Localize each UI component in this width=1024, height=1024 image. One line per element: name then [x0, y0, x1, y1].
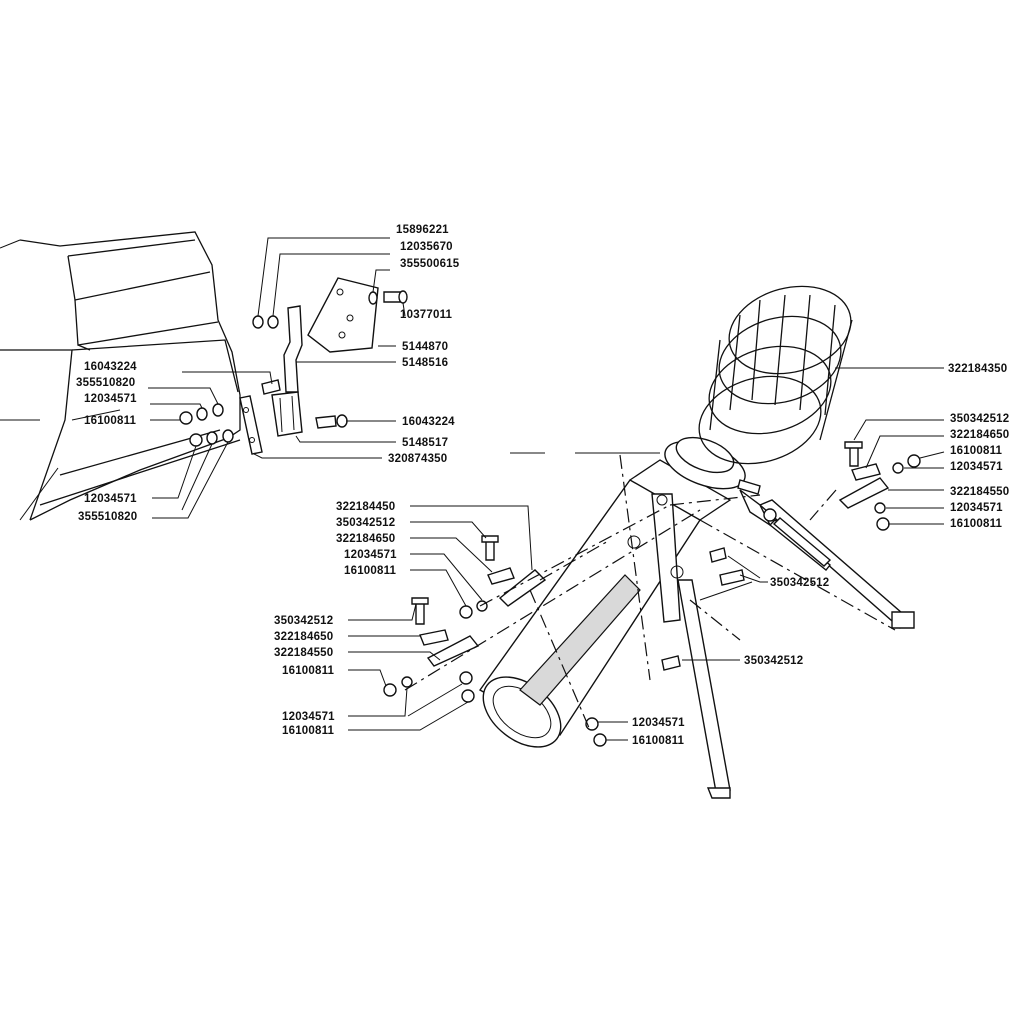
part-label-322184450: 322184450 [336, 501, 395, 513]
part-label-5148517: 5148517 [402, 437, 448, 449]
clamp-parts [383, 441, 921, 747]
part-label-16100811-a: 16100811 [84, 415, 137, 427]
part-label-322184650-m1: 322184650 [336, 533, 395, 545]
part-label-16100811-m2: 16100811 [282, 665, 335, 677]
leader-lines [148, 237, 945, 741]
part-label-320874350: 320874350 [388, 453, 447, 465]
part-label-12034571-a: 12034571 [84, 393, 137, 405]
assembly-center-lines [404, 452, 896, 731]
part-label-355500615: 355500615 [400, 258, 460, 270]
part-label-12034571-m2: 12034571 [282, 711, 335, 723]
part-label-322184650-m2: 322184650 [274, 631, 333, 643]
bent-bracket [283, 305, 303, 393]
part-label-12034571-b: 12034571 [84, 493, 137, 505]
part-label-16100811-m3: 16100811 [282, 725, 335, 737]
wire-guard [698, 285, 853, 465]
part-label-350342512-m1: 350342512 [336, 517, 395, 529]
part-label-12034571-r1: 12034571 [950, 461, 1003, 473]
part-label-350342512-c1: 350342512 [770, 577, 829, 589]
left-bracket-assembly [179, 277, 408, 455]
part-label-350342512-m2: 350342512 [274, 615, 333, 627]
part-label-5148516: 5148516 [402, 357, 448, 369]
part-label-16043224-b: 16043224 [402, 416, 455, 428]
part-label-16100811-c: 16100811 [632, 735, 685, 747]
triangular-plate [307, 277, 379, 353]
part-label-16100811-r2: 16100811 [950, 518, 1003, 530]
hinge-bracket [271, 391, 303, 437]
part-label-322184550-r: 322184550 [950, 486, 1009, 498]
part-label-12034571-r2: 12034571 [950, 502, 1003, 514]
part-label-350342512-c2: 350342512 [744, 655, 803, 667]
part-label-322184550-m2: 322184550 [274, 647, 333, 659]
part-label-12035670: 12035670 [400, 241, 453, 253]
machine-body [0, 231, 241, 521]
part-number-labels: 15896221 12035670 355500615 10377011 514… [76, 224, 1009, 747]
part-label-16100811-r1: 16100811 [950, 445, 1003, 457]
part-label-5144870: 5144870 [402, 341, 448, 353]
part-label-12034571-c: 12034571 [632, 717, 685, 729]
part-label-12034571-m1: 12034571 [344, 549, 397, 561]
part-label-322184650-r: 322184650 [950, 429, 1009, 441]
part-label-355510820-b: 355510820 [78, 511, 137, 523]
vertical-plate [239, 395, 263, 455]
part-label-16043224-a: 16043224 [84, 361, 137, 373]
part-label-322184350: 322184350 [948, 363, 1007, 375]
part-label-350342512-r: 350342512 [950, 413, 1009, 425]
part-label-355510820-a: 355510820 [76, 377, 135, 389]
part-label-16100811-m1: 16100811 [344, 565, 397, 577]
part-label-15896221: 15896221 [396, 224, 449, 236]
part-label-10377011: 10377011 [400, 309, 453, 321]
